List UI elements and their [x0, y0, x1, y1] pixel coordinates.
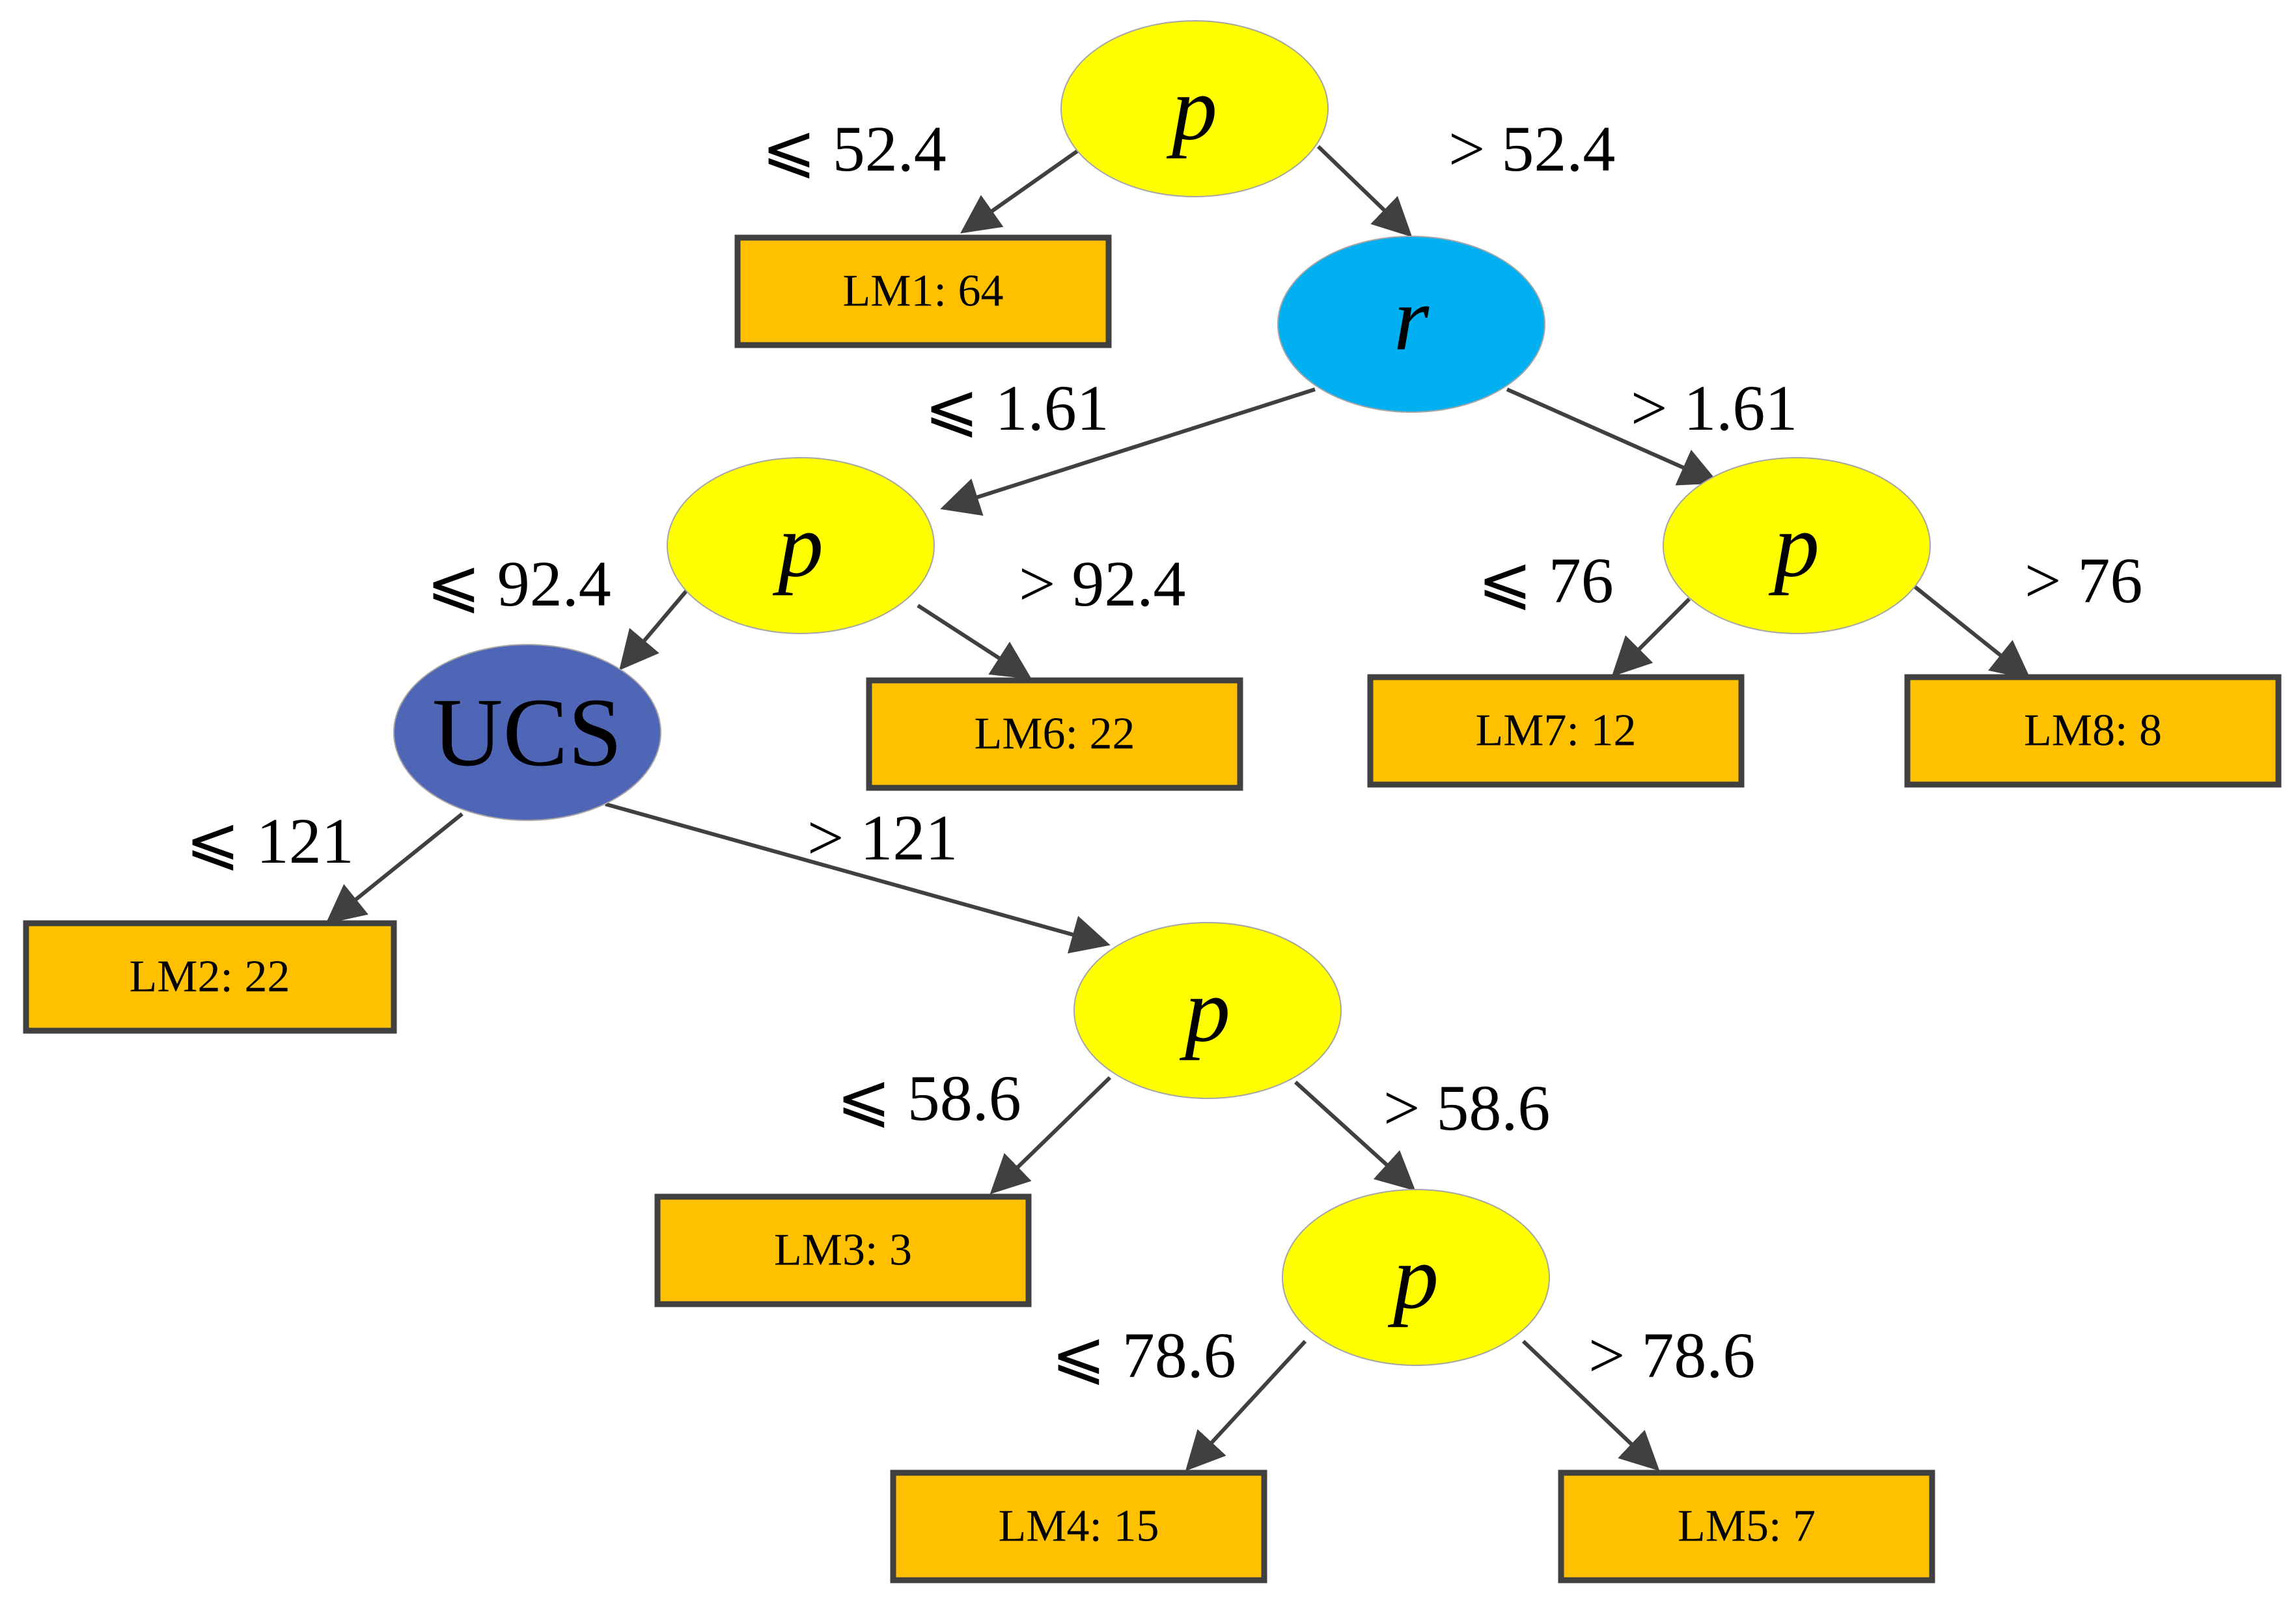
edge-label-pmid-le: ⩽ 58.6: [837, 1062, 1021, 1134]
split-node-p-mid-label: p: [1179, 960, 1230, 1061]
split-node-r-ellipse: [1277, 236, 1545, 413]
edge-plow-to-lm4: [1185, 1339, 1307, 1471]
leaf-lm5: LM5: 7: [1558, 1470, 1935, 1583]
leaf-lm2-label: LM2: 22: [130, 952, 290, 1002]
split-nodes: p r p p UCS p p: [393, 20, 1931, 1366]
leaf-lm8: LM8: 8: [1904, 674, 2282, 788]
leaf-lm1-label: LM1: 64: [843, 266, 1004, 316]
edge-r-to-pleft: [940, 387, 1316, 516]
leaf-lm1-box: [734, 234, 1112, 348]
leaf-lm3-box: [654, 1193, 1032, 1307]
edge-ucs-to-lm2: [325, 812, 463, 924]
split-node-p-low-ellipse: [1282, 1189, 1550, 1366]
leaf-lm7-box: [1367, 674, 1745, 788]
edge-root-to-lm1: [960, 149, 1079, 234]
leaf-lm5-box: [1558, 1470, 1935, 1583]
split-node-p-right-ellipse: [1663, 457, 1931, 634]
edge-root-to-r: [1316, 145, 1413, 238]
edge-label-plow-le: ⩽ 78.6: [1051, 1319, 1236, 1391]
split-node-p-low-label: p: [1387, 1227, 1439, 1328]
leaf-lm7: LM7: 12: [1367, 674, 1745, 788]
edge-label-ucs-gt: > 121: [807, 802, 958, 874]
split-node-p-mid: p: [1073, 922, 1342, 1099]
leaf-lm3-label: LM3: 3: [774, 1225, 912, 1275]
split-node-ucs-label: UCS: [432, 678, 622, 787]
edge-pmid-to-plow: [1293, 1080, 1416, 1192]
leaf-nodes: LM1: 64 LM6: 22 LM7: 12 LM8: 8 LM2: 22 L…: [23, 234, 2282, 1583]
edge-label-pmid-gt: > 58.6: [1383, 1072, 1550, 1144]
edge-r-to-pright: [1506, 387, 1719, 486]
edge-ucs-to-pmid: [605, 802, 1111, 954]
leaf-lm7-label: LM7: 12: [1476, 706, 1637, 756]
leaf-lm2-box: [23, 920, 397, 1034]
edge-label-root-gt: > 52.4: [1448, 113, 1615, 185]
leaf-lm1: LM1: 64: [734, 234, 1112, 348]
leaf-lm6: LM6: 22: [866, 677, 1243, 791]
split-node-root-label: p: [1166, 59, 1217, 160]
edge-pmid-to-lm3: [989, 1076, 1112, 1195]
edge-label-r-gt: > 1.61: [1631, 372, 1797, 444]
edge-pright-to-lm7: [1611, 597, 1691, 677]
leaf-lm8-label: LM8: 8: [2024, 706, 2162, 756]
split-node-r-label: r: [1394, 269, 1430, 370]
leaf-lm6-box: [866, 677, 1243, 791]
leaf-lm2: LM2: 22: [23, 920, 397, 1034]
split-node-p-left-ellipse: [667, 457, 935, 634]
split-node-p-right: p: [1663, 457, 1931, 634]
edge-pleft-to-lm6: [917, 604, 1032, 680]
leaf-lm4-label: LM4: 15: [999, 1501, 1159, 1552]
split-node-root-ellipse: [1060, 20, 1329, 197]
edge-label-pright-le: ⩽ 76: [1478, 544, 1614, 617]
edge-label-pleft-le: ⩽ 92.4: [426, 548, 611, 620]
edge-label-root-le: ⩽ 52.4: [762, 113, 947, 185]
leaf-lm8-box: [1904, 674, 2282, 788]
edge-label-ucs-le: ⩽ 121: [186, 805, 354, 877]
split-node-p-left: p: [667, 457, 935, 634]
edge-label-r-le: ⩽ 1.61: [924, 372, 1109, 444]
split-node-p-low: p: [1282, 1189, 1550, 1366]
split-node-root: p: [1060, 20, 1329, 197]
edge-label-plow-gt: > 78.6: [1588, 1319, 1755, 1391]
edge-pleft-to-ucs: [619, 581, 695, 671]
leaf-lm4: LM4: 15: [890, 1470, 1267, 1583]
edge-labels: ⩽ 52.4 > 52.4 ⩽ 1.61 > 1.61 ⩽ 92.4 > 92.…: [186, 113, 2142, 1391]
split-node-p-right-label: p: [1768, 495, 1819, 596]
split-node-p-left-label: p: [772, 495, 823, 596]
edges: [325, 145, 2031, 1471]
edge-label-pleft-gt: > 92.4: [1019, 548, 1185, 620]
leaf-lm3: LM3: 3: [654, 1193, 1032, 1307]
leaf-lm6-label: LM6: 22: [975, 709, 1135, 759]
edge-label-pright-gt: > 76: [2025, 544, 2142, 617]
leaf-lm5-label: LM5: 7: [1678, 1501, 1816, 1552]
split-node-ucs: UCS: [393, 644, 661, 821]
split-node-r: r: [1277, 236, 1545, 413]
split-node-ucs-ellipse: [393, 644, 661, 821]
edge-pright-to-lm8: [1913, 584, 2031, 680]
leaf-lm4-box: [890, 1470, 1267, 1583]
edge-plow-to-lm5: [1521, 1339, 1660, 1471]
split-node-p-mid-ellipse: [1073, 922, 1342, 1099]
